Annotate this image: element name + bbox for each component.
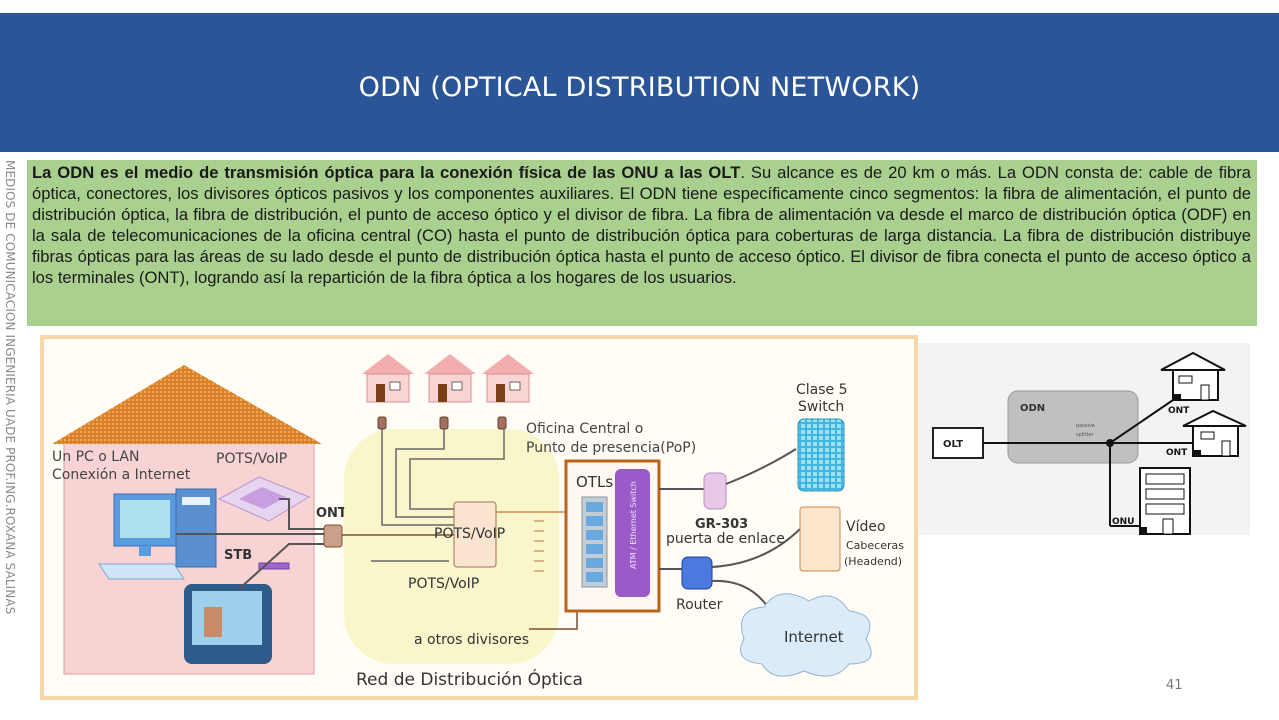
description-text: . Su alcance es de 20 km o más. La ODN c… xyxy=(32,163,1251,287)
splitter-label-2: splitter xyxy=(1076,432,1095,438)
internet-label: Internet xyxy=(784,628,844,646)
odn-diagram-svg: Un PC o LAN Conexión a Internet POTS/VoI… xyxy=(52,354,904,690)
ont-icon xyxy=(323,524,343,548)
class5-switch-icon xyxy=(797,418,845,492)
house-icon-1 xyxy=(1160,351,1226,401)
class5-link xyxy=(725,448,797,485)
co-label-2: Punto de presencia(PoP) xyxy=(526,440,696,456)
gr303-label: GR-303 xyxy=(695,517,748,532)
side-label: MEDIOS DE COMUNICACION INGENIERIA UADE P… xyxy=(3,160,17,615)
odn-label: Red de Distribución Óptica xyxy=(356,668,583,690)
drop-line-1 xyxy=(1109,397,1177,444)
video-headend-icon xyxy=(799,506,841,572)
class5-label-2: Switch xyxy=(798,399,844,415)
title-bar: ODN (OPTICAL DISTRIBUTION NETWORK) xyxy=(0,13,1279,152)
drop-cable-1 xyxy=(381,429,454,526)
pc-label-2: Conexión a Internet xyxy=(52,467,191,483)
stb-label: STB xyxy=(224,548,252,563)
video-link xyxy=(711,528,801,568)
olt-label: OLT xyxy=(943,439,963,450)
pc-label-1: Un PC o LAN xyxy=(52,449,139,465)
odn-diagram: Un PC o LAN Conexión a Internet POTS/VoI… xyxy=(40,335,918,700)
router-label: Router xyxy=(676,597,723,613)
switch-label: ATM / Ethernet Switch xyxy=(629,481,638,569)
tv-cable xyxy=(238,543,329,590)
otls-label: OTLs xyxy=(576,473,613,491)
splitter-label: POTS/VoIP xyxy=(434,526,505,542)
headend-label-2: (Headend) xyxy=(844,555,902,568)
other-splitters-label: a otros divisores xyxy=(414,632,529,648)
spare-ports xyxy=(534,520,544,572)
splitter-label-1: passive xyxy=(1076,423,1095,429)
phone-cable xyxy=(279,498,329,530)
building-icon xyxy=(1139,467,1191,535)
video-label: Vídeo xyxy=(846,519,886,535)
page-number: 41 xyxy=(1166,678,1183,693)
co-label-1: Oficina Central o xyxy=(526,421,643,437)
olt-box xyxy=(932,427,984,459)
house-icon-2 xyxy=(1182,409,1247,457)
remote-houses xyxy=(362,354,534,430)
stb-icon xyxy=(258,562,290,570)
description-lead: La ODN es el medio de transmisión óptica… xyxy=(32,163,741,182)
phone-icon xyxy=(217,476,311,522)
class5-label-1: Clase 5 xyxy=(796,382,848,398)
onu-label: ONU xyxy=(1112,517,1135,527)
ethernet-switch-icon xyxy=(615,469,650,597)
internet-cloud-icon xyxy=(740,593,872,677)
gr303-icon xyxy=(703,472,727,510)
odn-small-label: ODN xyxy=(1020,403,1045,414)
otl-rack xyxy=(581,496,608,588)
ont-label: ONT xyxy=(316,506,347,521)
tv-icon xyxy=(184,584,272,664)
drop-cable-3 xyxy=(409,429,505,510)
pots-label: POTS/VoIP xyxy=(408,576,479,592)
headend-label-1: Cabeceras xyxy=(846,539,904,552)
ont-label-2: ONT xyxy=(1166,448,1188,458)
odn-area xyxy=(1007,390,1139,464)
drop-cable-2 xyxy=(395,429,454,518)
router-icon xyxy=(681,556,713,590)
ont-label-1: ONT xyxy=(1168,406,1190,416)
phone-label: POTS/VoIP xyxy=(216,451,287,467)
splitter-icon xyxy=(453,501,497,568)
gateway-label: puerta de enlace xyxy=(666,531,785,547)
odn-small-svg: ODN passive splitter OLT ONT ONT xyxy=(932,351,1247,535)
slide-title: ODN (OPTICAL DISTRIBUTION NETWORK) xyxy=(358,72,921,103)
description-box: La ODN es el medio de transmisión óptica… xyxy=(27,160,1257,326)
home-roof xyxy=(52,365,322,444)
odn-small-diagram: ODN passive splitter OLT ONT ONT xyxy=(918,343,1250,535)
splitter-node xyxy=(1106,439,1114,447)
pc-icon xyxy=(98,488,217,580)
odn-area xyxy=(344,429,559,664)
